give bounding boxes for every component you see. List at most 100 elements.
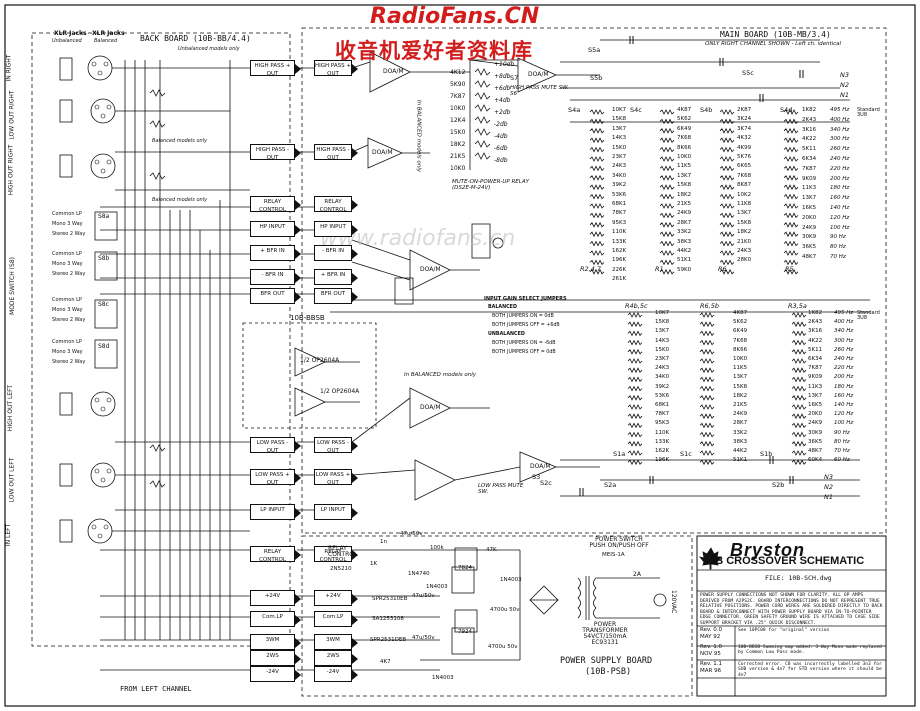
revision-date: MAY 92: [700, 634, 721, 640]
resistor-value: 44K2: [733, 448, 748, 454]
freq-value: 140 Hz: [830, 205, 850, 211]
resistor-symbol: [783, 250, 799, 256]
ps-part-label: SPR25310EB: [372, 596, 408, 602]
freq-value: 240 Hz: [834, 356, 854, 362]
gain-resistor: 10K0: [450, 165, 466, 172]
mode-label: Common LP: [52, 297, 82, 303]
ps-part-label: 47u/50v: [412, 635, 435, 641]
freq-value: 260 Hz: [834, 346, 854, 353]
resistor-symbol: [783, 259, 799, 266]
switch-label: S2c: [540, 479, 552, 487]
freq-value: 70 Hz: [834, 448, 850, 454]
switch-label: S5c: [742, 69, 754, 77]
mode-label: Mono 3 Way: [52, 307, 83, 313]
bbsb-label: 10B-BBSB: [290, 314, 325, 322]
resistor-value: 3K74: [737, 125, 752, 132]
switch-label: S1c: [680, 450, 692, 458]
freq-resistor-value: 5K11: [802, 146, 817, 153]
gain-db: +8db: [494, 73, 511, 80]
resistor-value: 68K1: [655, 402, 670, 408]
revision-desc: Corrected error. C8 was incorrectly labe…: [738, 662, 882, 678]
resistor-symbol: [627, 394, 643, 401]
ps-part-label: 4700u 50v: [488, 644, 518, 650]
freq-resistor-value: 6K34: [808, 356, 823, 362]
resistor-symbol: [627, 376, 643, 383]
jumper-line: UNBALANCED: [488, 332, 525, 337]
freq-value: 200 Hz: [830, 175, 850, 182]
connector-right: HP INPUT: [314, 221, 358, 237]
resistor-symbol: [719, 137, 735, 144]
connector-right: RELAY CONTROL: [314, 546, 358, 563]
resistor-symbol: [699, 330, 715, 337]
resistor-group-label: R6: [718, 265, 727, 273]
unbalanced-label: Unbalanced: [52, 38, 82, 44]
freq-value: 340 Hz: [834, 328, 854, 335]
resistor-value: 8K87: [737, 182, 752, 189]
resistor-symbol: [589, 250, 605, 256]
resistor-symbol: [659, 146, 675, 153]
main-board-subheading: ONLY RIGHT CHANNEL SHOWN - Left ch. iden…: [705, 41, 842, 47]
freq-value: 80 Hz: [830, 244, 846, 251]
resistor-symbol: [783, 174, 799, 181]
resistor-symbol: [589, 137, 605, 144]
resistor-value: 24K9: [677, 210, 692, 217]
resistor-symbol: [589, 156, 605, 162]
resistor-symbol: [699, 348, 715, 355]
ps-part-label: 4700u 50v: [490, 607, 520, 613]
switch-label: S3: [532, 473, 541, 481]
resistor-value: 33K2: [677, 229, 692, 236]
freq-resistor-value: 3K16: [808, 328, 823, 335]
resistor-symbol: [627, 422, 643, 429]
resistor-value: 7K68: [733, 337, 748, 344]
resistor-symbol: [659, 156, 675, 162]
resistor-symbol: [719, 193, 735, 200]
resistor-value: 3K24: [737, 116, 752, 123]
resistor-value: 51K1: [677, 257, 692, 264]
net-label: N3: [824, 473, 833, 481]
resistor-symbol: [659, 259, 675, 266]
resistor-symbol: [659, 127, 675, 134]
freq-value: 495 Hz: [834, 310, 854, 316]
mode-label: Stereo 2 Way: [52, 271, 86, 277]
freq-value: 90 Hz: [834, 429, 850, 436]
gain-db: -8db: [494, 157, 508, 164]
resistor-symbol: [699, 339, 715, 346]
freq-resistor-value: 48K7: [808, 448, 823, 454]
resistor-value: 4K87: [733, 310, 748, 316]
resistor-symbol: [719, 156, 735, 162]
low-pass-mute-label: LOW PASS MUTE SW.: [478, 483, 524, 495]
resistor-value: 11K8: [737, 201, 752, 207]
jumper-line: BOTH JUMPERS ON = -6dB: [492, 341, 556, 346]
mode-label: Common LP: [52, 251, 82, 257]
resistor-symbol: [699, 376, 715, 383]
resistor-symbol: [783, 268, 799, 275]
connector-right: LP INPUT: [314, 504, 358, 520]
resistor-value: 10K0: [677, 154, 692, 160]
freq-resistor-value: 16K5: [808, 402, 823, 408]
resistor-value: 15K8: [655, 319, 670, 326]
freq-resistor-value: 4K22: [802, 136, 817, 143]
resistor-symbol: [699, 385, 715, 392]
connector-right: BFR OUT: [314, 288, 358, 304]
ps-part-label: 1N4003: [426, 584, 448, 590]
resistor-value: 23K7: [655, 356, 670, 362]
resistor-value: 21K5: [677, 201, 692, 207]
resistor-value: 24K3: [737, 248, 752, 254]
balanced-models-note-2: Balanced models only: [152, 197, 208, 203]
mode-label: Stereo 2 Way: [52, 231, 86, 237]
jumper-title: INPUT GAIN SELECT JUMPERS: [484, 296, 567, 302]
resistor-symbol: [791, 459, 807, 466]
connector-left: + BFR IN: [250, 245, 301, 261]
doa-label: DOA/M: [420, 266, 441, 273]
resistor-symbol: [659, 174, 675, 181]
mode-label: Mono 3 Way: [52, 349, 83, 355]
resistor-value: 15K0: [612, 144, 627, 151]
connector-left: LOW PASS - OUT: [250, 437, 301, 454]
resistor-symbol: [783, 165, 799, 172]
freq-resistor-value: 11K3: [808, 383, 823, 390]
resistor-symbol: [719, 174, 735, 181]
connector-left: - BFR IN: [250, 269, 301, 285]
switch-label: S8a: [98, 213, 110, 220]
freq-resistor-value: 24K9: [808, 420, 823, 427]
gain-db: +4db: [494, 97, 511, 104]
